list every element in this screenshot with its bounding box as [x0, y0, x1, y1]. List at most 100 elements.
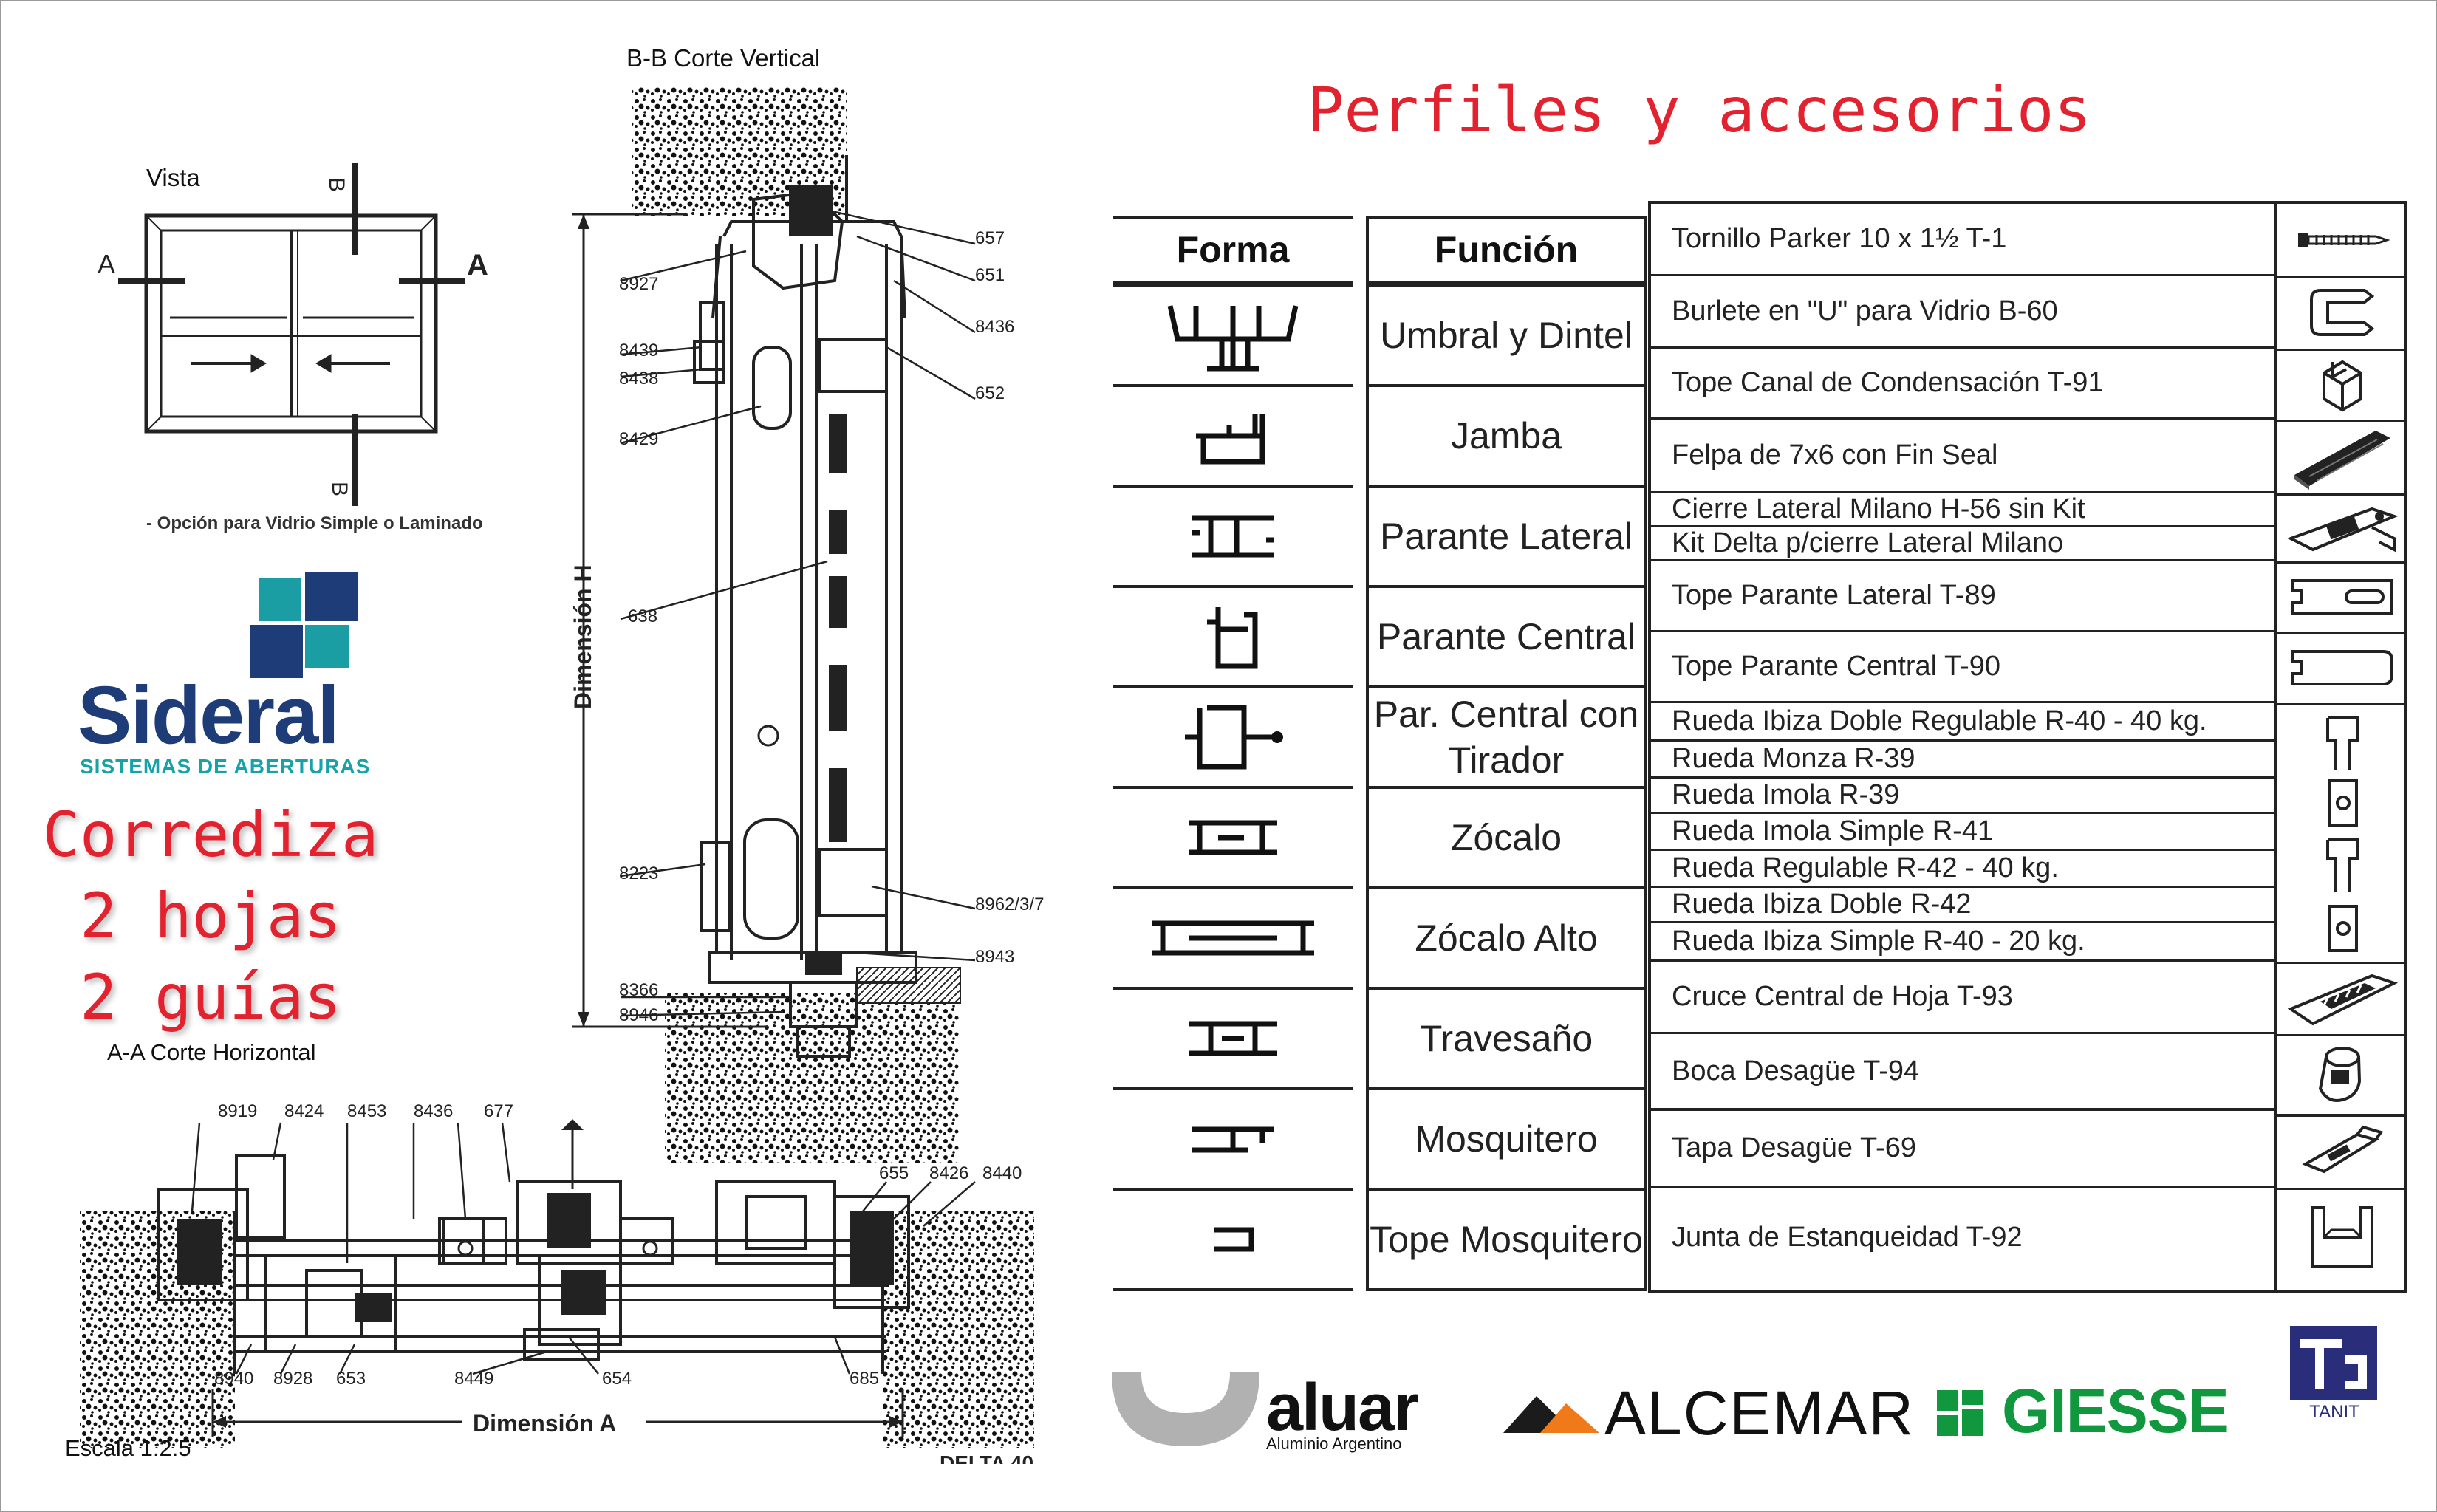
sideral-subtitle: SISTEMAS DE ABERTURAS [80, 755, 371, 778]
tanit-wordmark: TANIT [2309, 1402, 2359, 1422]
lateral-lock-icon [2277, 493, 2407, 564]
accesorio-row: Rueda Ibiza Doble Regulable R-40 - 40 kg… [1651, 703, 2274, 742]
funcion-header: Función [1366, 216, 1647, 284]
code-638: 638 [628, 606, 657, 626]
technical-drawing: A A B B [80, 87, 1071, 1512]
delta-fragment: DELTA 40 [940, 1451, 1033, 1474]
drain-cover-icon [2277, 1111, 2407, 1190]
profile-shape-parante-lateral [1113, 488, 1353, 588]
window-elevation [118, 163, 465, 506]
forma-header: Forma [1113, 216, 1353, 284]
accesorio-row: Rueda Ibiza Simple R-40 - 20 kg. [1651, 923, 2274, 962]
accesorio-row: Cierre Lateral Milano H-56 sin Kit [1651, 493, 2274, 527]
aluar-wordmark: aluar [1266, 1371, 1419, 1445]
accesorio-row: Felpa de 7x6 con Fin Seal [1651, 420, 2274, 493]
code-8424: 8424 [284, 1101, 324, 1121]
vertical-section: 657 651 8436 652 8962/3/7 8943 8927 8439… [570, 87, 1044, 1163]
accesorio-row: Rueda Imola Simple R-41 [1651, 814, 2274, 851]
screw-icon [2277, 204, 2407, 278]
vista-label: Vista [146, 164, 200, 191]
accesorio-row: Boca Desagüe T-94 [1651, 1034, 2274, 1111]
code-685: 685 [850, 1369, 879, 1389]
profile-shape-jamba [1113, 387, 1353, 488]
code-8439: 8439 [619, 341, 658, 360]
section-mark-b-bottom: B [327, 482, 352, 496]
model-line-3: 2 guías [79, 961, 341, 1033]
aluar-subtitle: Aluminio Argentino [1266, 1434, 1402, 1453]
code-8943: 8943 [975, 947, 1014, 967]
giesse-logo-mark [1937, 1390, 1983, 1436]
model-line-1: Corrediza [42, 798, 379, 871]
accesorio-row: Burlete en "U" para Vidrio B-60 [1651, 276, 2274, 349]
code-8426: 8426 [929, 1163, 968, 1183]
accesorio-row: Rueda Ibiza Doble R-42 [1651, 888, 2274, 923]
dimension-a-label: Dimensión A [473, 1410, 616, 1437]
giesse-wordmark: GIESSE [2002, 1376, 2229, 1446]
code-677: 677 [484, 1101, 513, 1121]
code-8919: 8919 [218, 1101, 257, 1121]
funcion-item: Travesaño [1369, 990, 1644, 1090]
code-653: 653 [336, 1369, 366, 1389]
code-657: 657 [975, 228, 1005, 248]
code-8436-h: 8436 [414, 1101, 453, 1121]
funcion-column: Umbral y Dintel Jamba Parante Lateral Pa… [1366, 284, 1647, 1291]
drain-mouth-icon [2277, 1034, 2407, 1117]
accesorio-row: Cruce Central de Hoja T-93 [1651, 962, 2274, 1034]
roller-group-icon [2277, 703, 2407, 964]
code-652: 652 [975, 383, 1005, 403]
accesorio-row: Rueda Monza R-39 [1651, 742, 2274, 779]
accesorio-row: Junta de Estanqueidad T-92 [1672, 1221, 2023, 1253]
code-8440: 8440 [982, 1163, 1022, 1183]
funcion-item: Jamba [1369, 387, 1644, 488]
code-8438: 8438 [619, 369, 658, 389]
accesorios-table: Tornillo Parker 10 x 1½ T-1 Burlete en "… [1648, 201, 2407, 1293]
code-654: 654 [602, 1369, 632, 1389]
code-8366: 8366 [619, 980, 658, 1000]
accesorio-row: Tornillo Parker 10 x 1½ T-1 [1651, 204, 2274, 276]
accesorio-icon-column [2274, 204, 2407, 1290]
profile-shape-parante-central [1113, 588, 1353, 688]
accesorio-row: Tope Canal de Condensación T-91 [1651, 349, 2274, 420]
section-mark-b-top: B [324, 177, 349, 192]
page-title: Perfiles y accesorios [1306, 74, 2092, 146]
accesorio-row: Rueda Imola R-39 [1651, 779, 2274, 814]
funcion-item: Zócalo [1369, 789, 1644, 889]
central-stop-icon [2277, 632, 2407, 705]
profile-shape-zocalo-alto [1113, 889, 1353, 990]
funcion-item: Parante Central [1369, 588, 1644, 688]
accesorio-row: Tope Parante Lateral T-89 [1651, 561, 2274, 632]
tanit-logo-mark [2290, 1326, 2377, 1400]
code-8436: 8436 [975, 317, 1014, 337]
funcion-item: Parante Lateral [1369, 488, 1644, 588]
profile-shape-umbral [1113, 287, 1353, 387]
accesorio-row: Tope Parante Central T-90 [1651, 632, 2274, 703]
seal-gasket-icon [2277, 1188, 2407, 1287]
sideral-logo-mark [250, 572, 358, 678]
code-8223: 8223 [619, 863, 658, 883]
condensation-stop-icon [2277, 349, 2407, 422]
code-8962: 8962/3/7 [975, 894, 1044, 914]
horizontal-section: Dimensión A 8919 8424 8453 8436 677 655 [80, 1101, 1071, 1474]
sideral-wordmark: Sideral [78, 670, 340, 761]
alcemar-wordmark: ALCEMAR [1604, 1378, 1915, 1448]
funcion-item: Tope Mosquitero [1369, 1191, 1644, 1291]
code-8927: 8927 [619, 274, 658, 294]
code-8449: 8449 [454, 1369, 493, 1389]
profile-shape-tope-mosquitero [1113, 1191, 1353, 1291]
funcion-item: Par. Central con Tirador [1369, 688, 1644, 789]
code-8928: 8928 [273, 1369, 312, 1389]
funcion-item: Zócalo Alto [1369, 889, 1644, 990]
horizontal-section-label: A-A Corte Horizontal [107, 1039, 316, 1065]
code-8946: 8946 [619, 1005, 658, 1025]
vertical-section-label: B-B Corte Vertical [626, 44, 821, 72]
profile-shape-zocalo [1113, 789, 1353, 889]
model-line-2: 2 hojas [79, 880, 341, 952]
cross-piece-icon [2277, 962, 2407, 1036]
accesorio-row: Tapa Desagüe T-69 [1651, 1111, 2274, 1188]
section-mark-a-left: A [98, 249, 115, 279]
u-seal-icon [2277, 276, 2407, 351]
glass-option-note: - Opción para Vidrio Simple o Laminado [146, 513, 483, 533]
model-name: Corrediza 2 hojas 2 guías [30, 794, 392, 1038]
accesorio-row: Rueda Regulable R-42 - 40 kg. [1651, 851, 2274, 888]
code-651: 651 [975, 265, 1005, 285]
